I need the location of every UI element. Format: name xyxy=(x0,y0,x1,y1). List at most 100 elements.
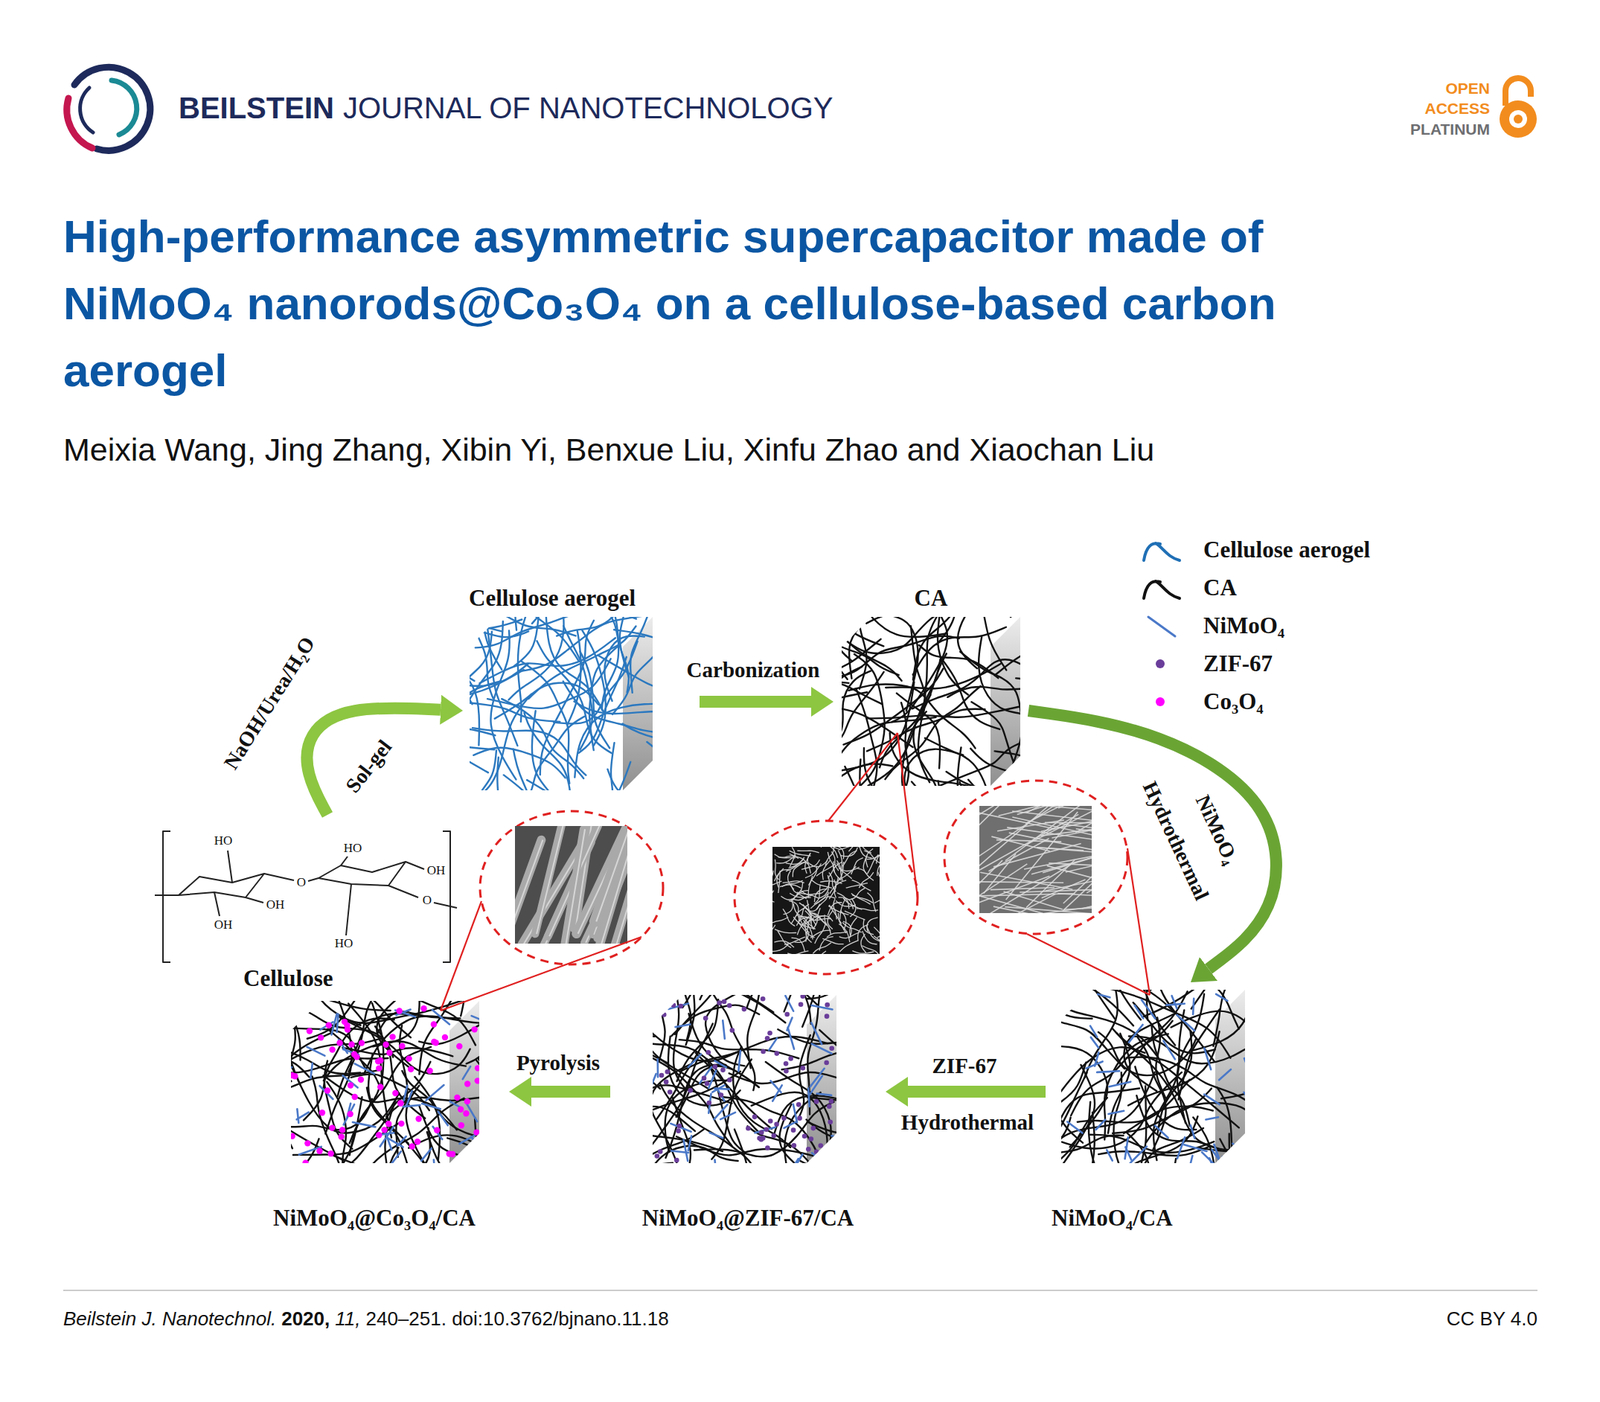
fiber xyxy=(686,935,754,1046)
zif67-particle xyxy=(671,1002,677,1008)
sem-mesh xyxy=(789,850,812,856)
sem-mesh xyxy=(825,846,835,866)
nimoo4-rod xyxy=(1134,1005,1144,1019)
zif67-particle xyxy=(814,1149,820,1155)
sem-mesh xyxy=(878,872,880,885)
nimoo4-rod xyxy=(1097,994,1110,998)
sem-texture xyxy=(979,805,1092,914)
co3o4-particle xyxy=(346,1111,353,1118)
nimoo4-rod xyxy=(788,1027,795,1050)
fiber xyxy=(1128,1035,1284,1064)
fiber xyxy=(1015,677,1123,783)
zif67-particle xyxy=(765,1035,771,1042)
fiber xyxy=(465,621,504,706)
zif67-particle xyxy=(797,1115,803,1121)
fiber-network xyxy=(712,450,1125,917)
nimoo4-rod xyxy=(1172,995,1178,1009)
sem-mesh xyxy=(837,913,846,934)
nimoo4-rod xyxy=(1154,1125,1168,1138)
fiber xyxy=(913,516,957,645)
citation: Beilstein J. Nanotechnol. xyxy=(63,1307,277,1331)
fiber xyxy=(751,1092,828,1178)
nimoo4-rod xyxy=(403,1085,408,1101)
fiber xyxy=(1061,1064,1095,1166)
leader-line xyxy=(440,936,642,1011)
zif67-particle xyxy=(791,1127,797,1133)
sem-mesh xyxy=(858,872,873,888)
zif67-particle xyxy=(783,1068,789,1074)
sem-mesh xyxy=(788,870,795,890)
arrow-label: Pyrolysis xyxy=(516,1050,600,1077)
nimoo4-rod xyxy=(1108,1082,1131,1088)
co3o4-particle xyxy=(375,1058,382,1065)
zif67-particle xyxy=(771,1133,777,1139)
fiber xyxy=(1150,955,1246,991)
sem-mesh xyxy=(852,951,874,955)
zif67-particle xyxy=(768,1118,774,1124)
fiber xyxy=(627,1009,738,1062)
sem-wire xyxy=(1063,833,1092,904)
nimoo4-rod xyxy=(1216,1163,1224,1184)
zif67-particle xyxy=(675,1128,681,1134)
fiber xyxy=(418,1105,542,1213)
zif67-particle xyxy=(704,1081,710,1087)
nimoo4-rod xyxy=(296,1108,299,1123)
nimoo4-rod xyxy=(1235,1153,1252,1164)
nimoo4-rod xyxy=(650,1073,656,1088)
generated-illustration xyxy=(156,450,1346,1304)
fiber xyxy=(827,1140,954,1211)
sem-mesh xyxy=(874,886,880,904)
sem-mesh xyxy=(826,931,848,937)
sem-wire xyxy=(980,872,1073,890)
sem-mesh xyxy=(861,933,867,953)
process-note: Hydrothermal xyxy=(901,1109,1034,1136)
legend-swatch xyxy=(1155,697,1165,707)
sem-wire xyxy=(1004,907,1092,914)
zif67-particle xyxy=(784,1012,790,1018)
legend-sample xyxy=(1137,535,1183,565)
lock-body xyxy=(1499,100,1537,138)
sem-mesh xyxy=(829,880,847,894)
sem-mesh xyxy=(813,907,821,928)
fiber xyxy=(800,1160,933,1246)
bond xyxy=(308,878,319,882)
nimoo4-rod xyxy=(688,1054,702,1068)
zif67-particle xyxy=(665,1069,671,1075)
sem-mesh xyxy=(877,933,880,938)
zif67-particle xyxy=(706,1100,713,1106)
sem-texture xyxy=(772,846,880,955)
sem-mesh xyxy=(772,925,776,941)
nimoo4-rod xyxy=(307,1047,326,1056)
nimoo4-rod xyxy=(426,1085,445,1101)
co3o4-particle xyxy=(288,1072,295,1079)
fiber xyxy=(660,1083,760,1187)
sem-mesh xyxy=(866,853,880,860)
nimoo4-rod xyxy=(683,1140,688,1162)
nimoo4-rod xyxy=(755,1127,776,1134)
dashed-callout-circle xyxy=(944,780,1128,934)
arrow-label: NaOH/Urea/H₂O xyxy=(218,632,321,775)
zif67-particle xyxy=(798,1001,804,1007)
sem-mesh xyxy=(805,863,821,878)
fiber xyxy=(1010,545,1123,617)
sem-wire xyxy=(1078,890,1092,914)
leader-line xyxy=(440,901,482,1011)
fiber xyxy=(258,914,310,1008)
zif67-particle xyxy=(721,999,728,1005)
nimoo4-rod xyxy=(1096,1070,1120,1073)
fiber xyxy=(703,966,786,1023)
sem-wire xyxy=(1082,893,1092,909)
fiber xyxy=(1146,926,1188,1021)
zif67-particle xyxy=(824,1002,830,1008)
nimoo4-rod xyxy=(714,1159,717,1183)
fiber xyxy=(912,659,1042,709)
sem-mesh xyxy=(851,858,864,875)
fiber xyxy=(365,616,522,635)
zif67-particle xyxy=(773,1121,780,1127)
fiber xyxy=(733,1046,791,1148)
sem-wire xyxy=(1062,844,1092,911)
bond xyxy=(227,850,233,883)
co3o4-particle xyxy=(339,1126,346,1133)
fiber xyxy=(193,1067,291,1088)
sem-mesh xyxy=(796,917,814,926)
